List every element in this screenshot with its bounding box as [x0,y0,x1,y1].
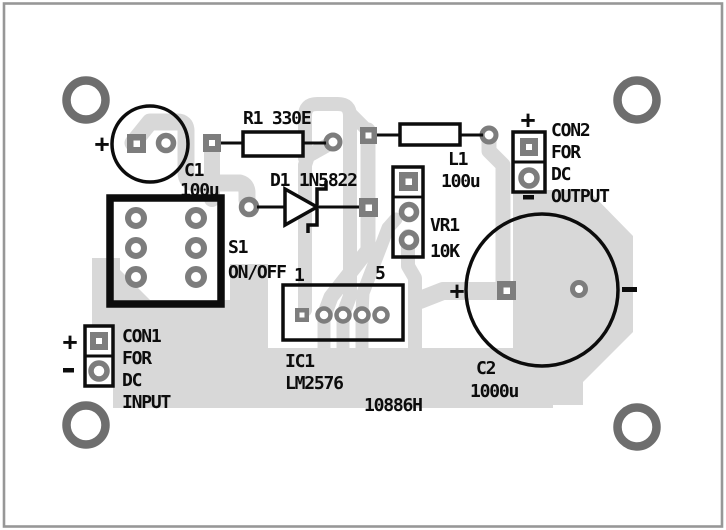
silkscreen-text: R1 330E C1 100u D1 1N5822 L1 100u VR1 10… [122,108,611,416]
r1-resistor-body [241,130,305,158]
con1-minus-mark [63,368,74,373]
ic1-pin4-pad [353,306,371,324]
con2-positive-pad-hole [526,144,532,150]
ic1-outline [281,283,405,342]
c1-positive-pad-hole [133,140,140,147]
l1-value-label: 100u [441,171,480,192]
vr1-pad2 [398,201,420,223]
r1-left-pad-hole [209,140,215,146]
con2-line3-label: OUTPUT [551,186,610,207]
c1-ref-label: C1 [184,160,204,181]
con2-line1-label: FOR [551,142,581,163]
s1-pad [125,207,147,229]
ic1-ref-label: IC1 [285,351,314,372]
con1-plus-mark: + [62,327,77,356]
con1-line3-label: INPUT [122,392,172,413]
d1-label: D1 1N5822 [270,170,357,191]
s1-pad [125,266,147,288]
c1-value-label: 100u [180,180,219,201]
ic1-pin1-pad-hole [299,312,305,318]
con1-ref-label: CON1 [122,326,161,347]
c2-minus-mark [622,287,637,292]
l1-inductor-body [398,122,462,147]
c1-capacitor-outline [110,104,190,184]
ic1-pin5-pad [372,306,390,324]
con2-ref-label: CON2 [551,120,590,141]
mounting-holes [62,76,661,451]
c2-positive-pad-hole [503,287,510,294]
mounting-hole-bottom-right [613,403,661,451]
trace-ground-plane-left-bottom [92,258,553,408]
mounting-hole-top-right [613,76,661,124]
ic1-pin2-pad [315,306,333,324]
con1-negative-pad [88,360,110,382]
ic1-value-label: LM2576 [285,373,343,394]
trace-l1-right-to-c2-plus [481,130,511,294]
ic1-pin3-pad [334,306,352,324]
s1-switch-outline [106,194,225,308]
vr1-pad1-hole [405,178,412,185]
c2-plus-mark: + [449,276,464,305]
d1-cathode-pad-hole [365,204,372,211]
solder-pads [125,125,588,324]
c1-plus-mark: + [94,129,109,158]
c2-value-label: 1000u [470,381,519,402]
con2-line2-label: DC [551,164,571,185]
s1-ref-label: S1 [228,237,248,258]
l1-ref-label: L1 [448,149,468,170]
d1-anode-pad [238,196,260,218]
con2-negative-pad [518,167,540,189]
con1-positive-pad-hole [96,338,102,344]
ic1-pin5-label: 5 [375,263,385,284]
r1-right-pad [323,132,343,152]
vr1-value-label: 10K [430,241,460,262]
con1-line1-label: FOR [122,348,152,369]
vr1-preset-outline [391,165,425,259]
d1-schottky-cathode-bar [306,181,328,233]
mounting-hole-bottom-left [62,401,110,449]
c2-ref-label: C2 [476,358,496,379]
d1-diode-triangle [283,186,321,228]
c2-capacitor-outline [464,212,620,368]
con1-line2-label: DC [122,370,142,391]
c2-negative-pad [570,280,588,298]
l1-right-pad [479,125,499,145]
trace-vr1-bottom-down [401,229,422,359]
vr1-ref-label: VR1 [430,215,459,236]
s1-pad [125,237,147,259]
l1-left-pad-hole [365,132,372,139]
s1-pad [185,266,207,288]
s1-pad [185,207,207,229]
r1-label: R1 330E [243,108,311,129]
vr1-pad3 [398,229,420,251]
con2-minus-mark [523,195,534,200]
c1-negative-pad [155,132,177,154]
trace-band-to-c2-plus [411,282,509,309]
board-code-label: 10886H [364,395,422,416]
ic1-pin1-label: 1 [294,265,304,286]
s1-pad [185,237,207,259]
trace-l1-d1-to-ic1-pin2 [317,122,376,321]
mounting-hole-top-left [62,76,110,124]
s1-value-label: ON/OFF [228,262,286,283]
silkscreen: + + + + [62,104,637,388]
con2-plus-mark: + [520,105,535,134]
